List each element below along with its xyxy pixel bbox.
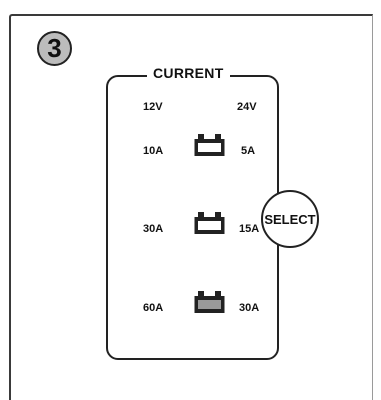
battery-icon [194, 291, 225, 313]
select-button[interactable]: SELECT [261, 190, 319, 248]
figure-frame [9, 14, 373, 400]
row3-12v-label: 60A [143, 302, 164, 314]
row2-12v-label: 30A [143, 223, 164, 235]
step-number-badge: 3 [37, 31, 72, 66]
panel-title: CURRENT [147, 65, 230, 81]
column-label-12v: 12V [143, 101, 163, 113]
row3-24v-label: 30A [239, 302, 260, 314]
row1-12v-label: 10A [143, 145, 164, 157]
battery-icon [194, 134, 225, 156]
row2-24v-label: 15A [239, 223, 260, 235]
battery-icon [194, 212, 225, 234]
row1-24v-label: 5A [241, 145, 256, 157]
column-label-24v: 24V [237, 101, 257, 113]
